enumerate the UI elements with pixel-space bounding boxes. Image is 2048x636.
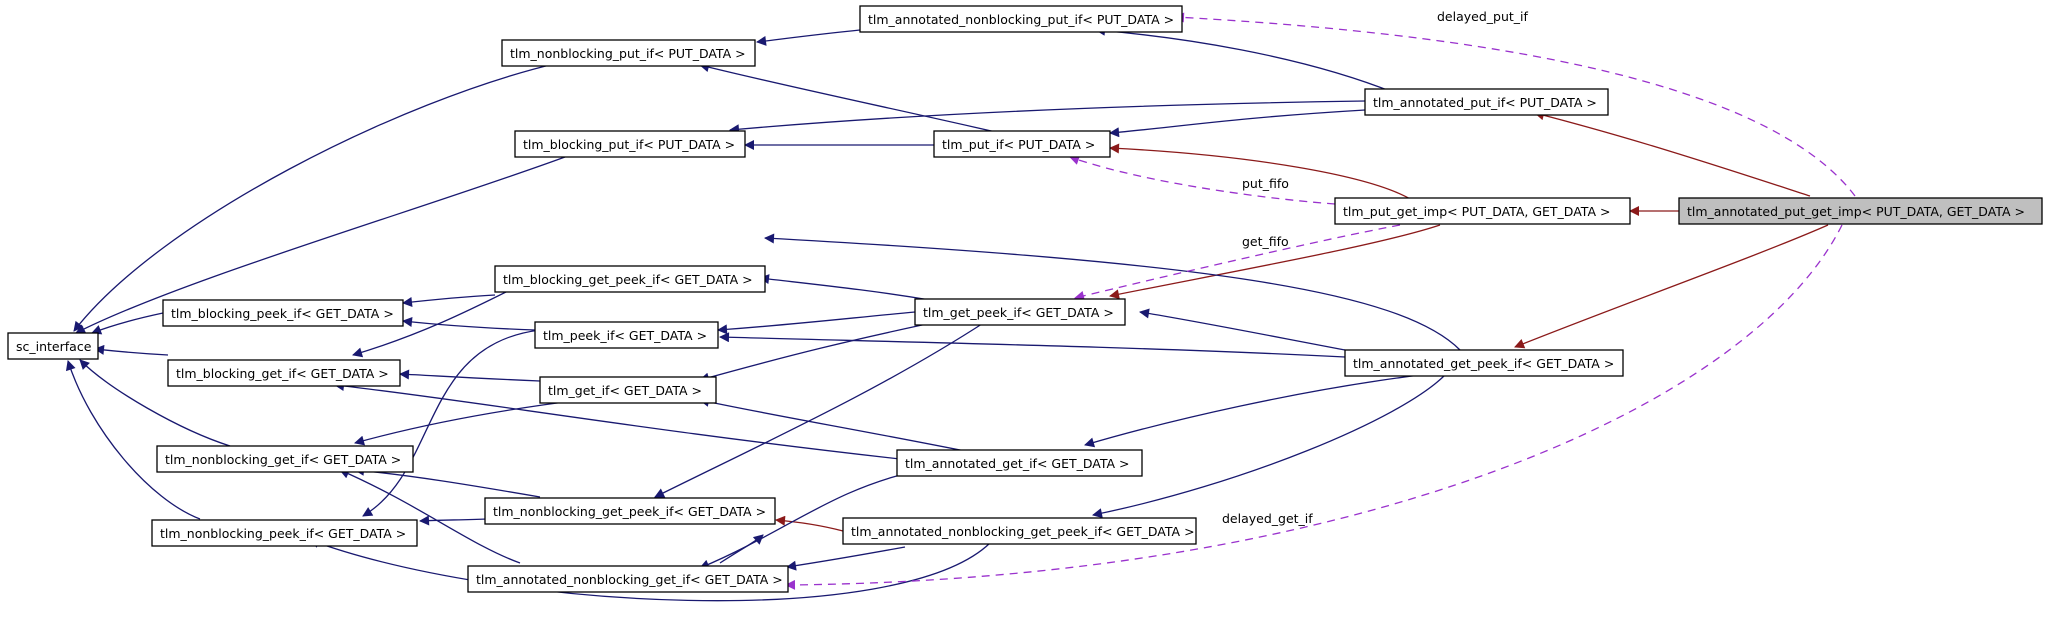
edge-gpeek-to-peekif [717, 311, 916, 335]
class-node-tlm-nonblocking-get-if[interactable]: tlm_nonblocking_get_if< GET_DATA > [156, 445, 414, 473]
edge-putif-to-nbput [699, 62, 1001, 134]
class-node-tlm-put-if[interactable]: tlm_put_if< PUT_DATA > [933, 130, 1111, 158]
svg-text:tlm_annotated_nonblocking_get_: tlm_annotated_nonblocking_get_peek_if< G… [851, 524, 1195, 539]
edge-nbput-to-sc [73, 62, 559, 332]
class-node-tlm-blocking-put-if[interactable]: tlm_blocking_put_if< PUT_DATA > [514, 130, 746, 158]
edge-anbget-to-nbgpeek [719, 534, 764, 564]
edge-apgimp-to-agpeek [1514, 224, 1829, 349]
edge-label-put-fifo: put_fifo [1242, 176, 1289, 191]
edge-bgpeek-to-bget [352, 289, 511, 358]
edge-angpeek-to-nbpeek [309, 538, 991, 602]
edge-agetif-to-anbget [699, 469, 921, 570]
edge-nbget-to-sc [79, 359, 231, 447]
class-node-sc-interface[interactable]: sc_interface [7, 332, 99, 360]
class-node-tlm-annotated-get-if[interactable]: tlm_annotated_get_if< GET_DATA > [896, 449, 1143, 477]
edge-peekif-to-nbpeek [362, 329, 541, 517]
edge-nbgpeek-to-nbpeek [419, 515, 488, 526]
class-node-tlm-annotated-put-if[interactable]: tlm_annotated_put_if< PUT_DATA > [1364, 88, 1609, 116]
svg-text:tlm_annotated_get_peek_if< GET: tlm_annotated_get_peek_if< GET_DATA > [1353, 356, 1614, 371]
svg-text:tlm_nonblocking_peek_if< GET_D: tlm_nonblocking_peek_if< GET_DATA > [160, 526, 406, 541]
class-node-tlm-blocking-get-if[interactable]: tlm_blocking_get_if< GET_DATA > [167, 359, 401, 387]
edge-nbgpeek-to-nbget [354, 465, 541, 498]
edge-getif-to-bget [399, 369, 541, 382]
svg-text:tlm_annotated_nonblocking_put_: tlm_annotated_nonblocking_put_if< PUT_DA… [868, 12, 1174, 27]
edge-agpeek-to-gpeek [1139, 308, 1346, 351]
svg-text:tlm_put_get_imp< PUT_DATA, GET: tlm_put_get_imp< PUT_DATA, GET_DATA > [1343, 204, 1610, 219]
edge-pgimp-uses-putif [1069, 155, 1336, 205]
class-node-tlm-annotated-get-peek-if[interactable]: tlm_annotated_get_peek_if< GET_DATA > [1344, 349, 1624, 377]
class-node-tlm-peek-if[interactable]: tlm_peek_if< GET_DATA > [534, 321, 719, 349]
svg-text:tlm_annotated_put_if< PUT_DATA: tlm_annotated_put_if< PUT_DATA > [1373, 95, 1597, 110]
edge-getif-to-nbget [354, 399, 581, 446]
svg-text:tlm_nonblocking_put_if< PUT_DA: tlm_nonblocking_put_if< PUT_DATA > [510, 46, 746, 61]
class-node-tlm-nonblocking-get-peek-if[interactable]: tlm_nonblocking_get_peek_if< GET_DATA > [484, 497, 776, 525]
svg-text:tlm_get_peek_if< GET_DATA >: tlm_get_peek_if< GET_DATA > [923, 305, 1114, 320]
class-node-tlm-annotated-nonblocking-get-peek-if[interactable]: tlm_annotated_nonblocking_get_peek_if< G… [842, 517, 1197, 545]
edge-bget-to-sc [94, 344, 169, 356]
class-node-tlm-get-if[interactable]: tlm_get_if< GET_DATA > [539, 376, 717, 404]
svg-text:tlm_get_if< GET_DATA >: tlm_get_if< GET_DATA > [548, 383, 702, 398]
edge-agpeek-to-agetif [1084, 374, 1421, 448]
edge-nbpeek-to-sc [65, 360, 201, 520]
class-node-tlm-nonblocking-put-if[interactable]: tlm_nonblocking_put_if< PUT_DATA > [501, 39, 756, 67]
class-node-tlm-nonblocking-peek-if[interactable]: tlm_nonblocking_peek_if< GET_DATA > [151, 519, 418, 547]
svg-text:sc_interface: sc_interface [16, 339, 92, 354]
edge-label-delayed-put-if: delayed_put_if [1437, 9, 1529, 24]
svg-text:tlm_nonblocking_get_peek_if< G: tlm_nonblocking_get_peek_if< GET_DATA > [493, 504, 766, 519]
edge-agpeek-to-peekif [719, 332, 1346, 358]
class-node-tlm-get-peek-if[interactable]: tlm_get_peek_if< GET_DATA > [914, 298, 1126, 326]
edge-bput-to-sc [75, 156, 566, 334]
svg-text:tlm_annotated_nonblocking_get_: tlm_annotated_nonblocking_get_if< GET_DA… [476, 572, 783, 587]
edge-apgimp-to-aput [1534, 110, 1811, 197]
edge-agetif-to-bget [334, 381, 901, 460]
class-node-tlm-annotated-put-get-imp[interactable]: tlm_annotated_put_get_imp< PUT_DATA, GET… [1678, 197, 2043, 225]
svg-text:tlm_blocking_get_if< GET_DATA: tlm_blocking_get_if< GET_DATA > [176, 366, 389, 381]
edge-label-get-fifo: get_fifo [1242, 234, 1289, 249]
class-node-tlm-put-get-imp[interactable]: tlm_put_get_imp< PUT_DATA, GET_DATA > [1334, 197, 1631, 225]
edge-bgpeek-to-bpeek [402, 294, 496, 307]
edge-angpeek-to-anbget [786, 546, 906, 571]
class-node-tlm-annotated-nonblocking-get-if[interactable]: tlm_annotated_nonblocking_get_if< GET_DA… [467, 565, 789, 593]
svg-text:tlm_annotated_put_get_imp< PUT: tlm_annotated_put_get_imp< PUT_DATA, GET… [1687, 204, 2025, 219]
edge-pgimp-to-putif [1109, 143, 1413, 201]
edge-peekif-to-bpeek [402, 316, 536, 331]
edge-label-delayed-get-if: delayed_get_if [1222, 511, 1313, 526]
edge-agpeek-to-bgpeek [764, 233, 1461, 351]
edge-angpeek-to-nbgpeek [775, 515, 844, 532]
svg-text:tlm_put_if< PUT_DATA >: tlm_put_if< PUT_DATA > [942, 137, 1095, 152]
class-node-tlm-annotated-nonblocking-put-if[interactable]: tlm_annotated_nonblocking_put_if< PUT_DA… [859, 5, 1183, 33]
class-node-tlm-blocking-get-peek-if[interactable]: tlm_blocking_get_peek_if< GET_DATA > [494, 265, 766, 293]
svg-text:tlm_blocking_get_peek_if< GET_: tlm_blocking_get_peek_if< GET_DATA > [503, 272, 753, 287]
edge-pgimp-to-gpeek [1109, 224, 1441, 300]
edge-apgimp-uses-anbput [1174, 12, 1856, 197]
svg-text:tlm_nonblocking_get_if< GET_DA: tlm_nonblocking_get_if< GET_DATA > [165, 452, 401, 467]
edge-anbget-to-nbget [339, 469, 521, 564]
edge-pgimp-uses-gpeek [1074, 224, 1401, 301]
edge-aput-to-putif [1109, 109, 1366, 138]
svg-text:tlm_peek_if< GET_DATA >: tlm_peek_if< GET_DATA > [543, 328, 707, 343]
edge-aput-to-anbput [1095, 25, 1396, 94]
edge-gpeek-to-getif [699, 317, 956, 383]
edge-apgimp-uses-anbget [785, 224, 1843, 590]
edge-aput-to-bput [729, 100, 1366, 135]
edge-gpeek-to-nbgpeek [654, 321, 986, 498]
class-node-tlm-blocking-peek-if[interactable]: tlm_blocking_peek_if< GET_DATA > [162, 299, 404, 327]
edge-bpeek-to-sc [91, 312, 164, 335]
edge-agpeek-to-angpeek [1092, 374, 1446, 519]
svg-text:tlm_blocking_peek_if< GET_DATA: tlm_blocking_peek_if< GET_DATA > [171, 306, 394, 321]
svg-text:tlm_annotated_get_if< GET_DATA: tlm_annotated_get_if< GET_DATA > [905, 456, 1130, 471]
edge-agetif-to-getif [699, 396, 971, 453]
edge-anbput-to-nbput [756, 29, 861, 46]
edge-gpeek-to-bgpeek [759, 274, 931, 301]
svg-text:tlm_blocking_put_if< PUT_DATA: tlm_blocking_put_if< PUT_DATA > [523, 137, 735, 152]
